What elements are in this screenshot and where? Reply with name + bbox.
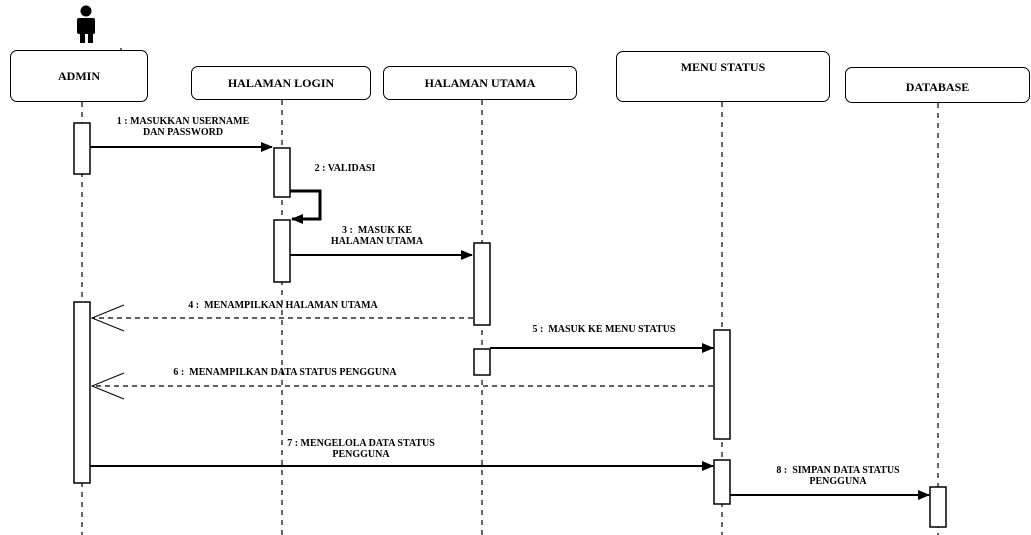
message-label-1: 1 : MASUKKAN USERNAME DAN PASSWORD [116, 116, 250, 138]
message-label-6: 6 : MENAMPILKAN DATA STATUS PENGGUNA [173, 367, 397, 378]
open-arrowhead-6 [90, 372, 125, 400]
activation-bar-utama [473, 348, 491, 376]
lifeline-box-utama: HALAMAN UTAMA [383, 66, 577, 100]
lifeline-label-status: MENU STATUS [680, 60, 766, 74]
open-arrowhead-4 [90, 304, 125, 332]
activation-bar-admin [73, 122, 91, 175]
activation-bar-status [713, 329, 731, 440]
message-label-4: 4 : MENAMPILKAN HALAMAN UTAMA [188, 300, 378, 311]
lifeline-label-database: DATABASE [905, 79, 970, 94]
message-arrow-2 [290, 189, 322, 224]
person-icon [77, 5, 95, 43]
message-label-2: 2 : VALIDASI [314, 163, 376, 174]
lifeline-box-admin: ADMIN [10, 50, 148, 102]
message-label-3: 3 : MASUK KE HALAMAN UTAMA [330, 225, 424, 247]
activation-bar-login [273, 219, 291, 283]
lifeline-label-login: HALAMAN LOGIN [227, 75, 335, 90]
activation-bar-database [929, 486, 947, 528]
lifeline-box-status: MENU STATUS [616, 51, 830, 102]
activation-bar-login [273, 147, 291, 198]
message-label-8: 8 : SIMPAN DATA STATUS PENGGUNA [776, 465, 900, 487]
message-label-5: 5 : MASUK KE MENU STATUS [532, 324, 676, 335]
lifeline-box-login: HALAMAN LOGIN [191, 66, 371, 100]
lifeline-label-utama: HALAMAN UTAMA [424, 75, 536, 90]
activation-bar-utama [473, 242, 491, 326]
activation-bar-status [713, 459, 731, 505]
activation-bar-admin [73, 301, 91, 484]
message-label-7: 7 : MENGELOLA DATA STATUS PENGGUNA [287, 438, 435, 460]
lifeline-label-admin: ADMIN [58, 68, 100, 83]
lifeline-box-database: DATABASE [845, 67, 1030, 103]
